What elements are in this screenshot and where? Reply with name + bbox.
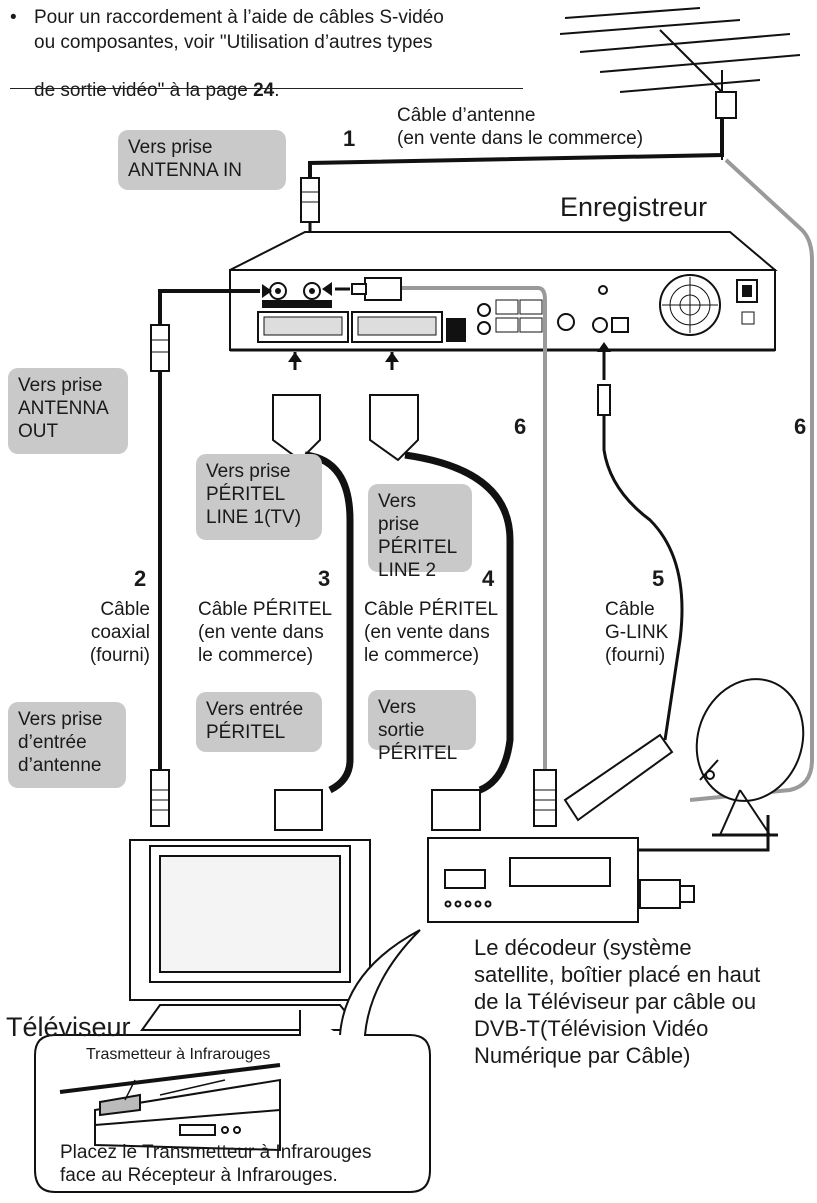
decoder-box: [427, 837, 695, 923]
note-divider: [10, 88, 523, 89]
note-line-2: ou composantes, voir "Utilisation d’autr…: [34, 32, 433, 53]
glink-cable-5: [563, 342, 684, 822]
recorder-body: [229, 231, 778, 352]
cable-6-right: [689, 158, 814, 802]
cable-number-5: 5: [652, 566, 665, 591]
cable-desc-2: Câble coaxial (fourni): [89, 599, 150, 666]
cable-desc-5: Câble G-LINK (fourni): [605, 599, 669, 666]
note-line-3: de sortie vidéo" à la page 24.: [34, 56, 279, 102]
tv-label: Téléviseur: [6, 1012, 131, 1042]
decoder-plug-middle: [533, 769, 557, 827]
cable-number-6-middle: 6: [514, 414, 527, 439]
note-line-3-end: .: [274, 80, 280, 101]
cable-6-middle: [400, 286, 547, 770]
page-reference: 24: [253, 80, 275, 101]
cable-number-1: 1: [343, 126, 356, 151]
arrow-antenna-out: [262, 284, 272, 298]
cable-number-3: 3: [318, 566, 331, 591]
bubble-antenna-out: Vers prise ANTENNA OUT: [8, 368, 128, 454]
cable-number-2: 2: [134, 566, 147, 591]
scart-cable-4: [369, 352, 514, 831]
recorder-label: Enregistreur: [560, 192, 708, 222]
ir-transmitter-label: Trasmetteur à Infrarouges: [86, 1046, 271, 1063]
bubble-peritel-in: Vers entrée PÉRITEL: [196, 692, 322, 752]
bubble-antenna-input: Vers prise d’entrée d’antenne: [8, 702, 126, 788]
bubble-antenna-in: Vers prise ANTENNA IN: [118, 130, 286, 190]
antenna-icon: [559, 7, 801, 160]
scart-cable-3: [272, 352, 354, 831]
cable-desc-1: Câble d’antenne (en vente dans le commer…: [397, 105, 644, 149]
cable-number-6-right: 6: [794, 414, 807, 439]
decoder-description: Le décodeur (système satellite, boîtier …: [474, 935, 761, 1068]
bubble-peritel-out: Vers sortie PÉRITEL: [368, 690, 476, 764]
ir-transmitter-illustration: [59, 1063, 281, 1152]
video-plug: [322, 277, 402, 301]
coax-plug-lower: [150, 769, 170, 827]
inset-caption: Placez le Transmetteur à Infrarouges fac…: [60, 1142, 372, 1186]
tv-icon: [129, 839, 371, 1031]
cable-2: [158, 289, 260, 770]
note-line-3-text: de sortie vidéo" à la page: [34, 80, 254, 101]
satellite-dish-icon: [638, 678, 805, 852]
cable-1: [308, 118, 724, 180]
cable-desc-4: Câble PÉRITEL (en vente dans le commerce…: [364, 599, 499, 666]
cable-number-4: 4: [482, 566, 495, 591]
note-bullet: •: [10, 7, 17, 28]
coax-plug-upper: [150, 324, 170, 372]
bubble-peritel-line2: Vers prise PÉRITEL LINE 2: [368, 484, 472, 581]
cable-desc-3: Câble PÉRITEL (en vente dans le commerce…: [198, 599, 333, 666]
note-line-1: Pour un raccordement à l’aide de câbles …: [34, 7, 444, 28]
bubble-peritel-line1: Vers prise PÉRITEL LINE 1(TV): [196, 454, 322, 540]
